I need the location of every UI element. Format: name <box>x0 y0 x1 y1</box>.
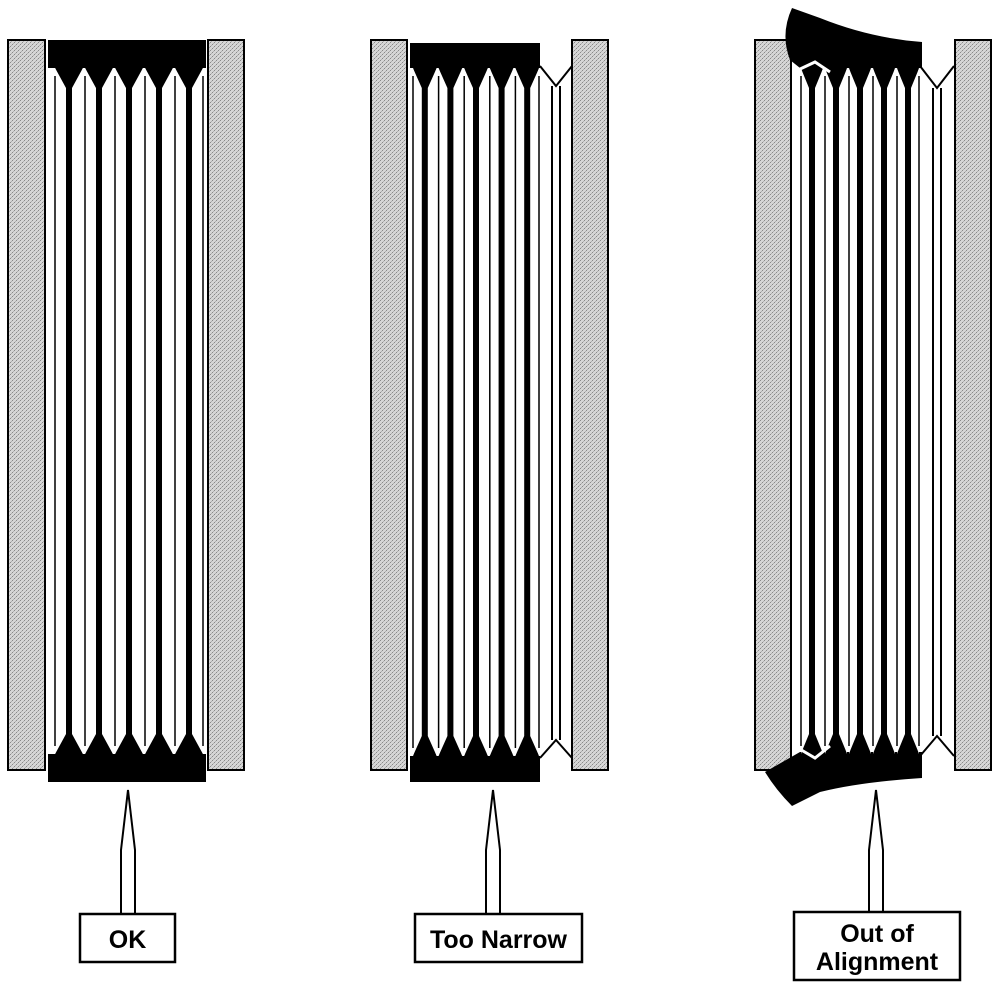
filter-bottom-band <box>410 756 540 782</box>
right-frame-rail <box>954 39 992 771</box>
right-frame-rail <box>207 39 245 771</box>
filter-pleats <box>412 66 540 758</box>
panel-out-of-alignment <box>754 8 992 806</box>
callout-pointer <box>868 789 884 912</box>
callout-too-narrow: Too Narrow <box>413 789 584 964</box>
filter-pleats <box>800 66 920 756</box>
callout-ok: OK <box>78 789 177 964</box>
skewed-top-band <box>785 8 922 68</box>
callout-label-out-of-alignment-line1: Out of <box>840 920 914 948</box>
callout-label-ok: OK <box>109 926 147 954</box>
gap-pleat-outline <box>797 60 955 760</box>
left-frame-rail <box>754 39 792 771</box>
callout-box <box>78 912 177 964</box>
callout-pointer <box>485 789 501 914</box>
filter-bottom-band <box>48 754 206 782</box>
filter-top-band <box>48 40 206 68</box>
callout-box <box>792 910 962 982</box>
panel-too-narrow <box>370 39 609 782</box>
left-frame-rail <box>370 39 408 771</box>
right-frame-rail <box>571 39 609 771</box>
gap-pleat-outline <box>539 65 573 759</box>
callout-pointer <box>120 789 136 914</box>
callout-box <box>413 912 584 964</box>
panel-ok <box>7 39 245 782</box>
callout-out-of-alignment: Out of Alignment <box>792 789 962 982</box>
callout-label-too-narrow: Too Narrow <box>430 926 568 954</box>
left-frame-rail <box>7 39 46 771</box>
filter-pleats <box>54 66 204 756</box>
skewed-bottom-band <box>765 752 922 806</box>
callout-label-out-of-alignment-line2: Alignment <box>816 948 939 976</box>
filter-top-band <box>410 43 540 68</box>
